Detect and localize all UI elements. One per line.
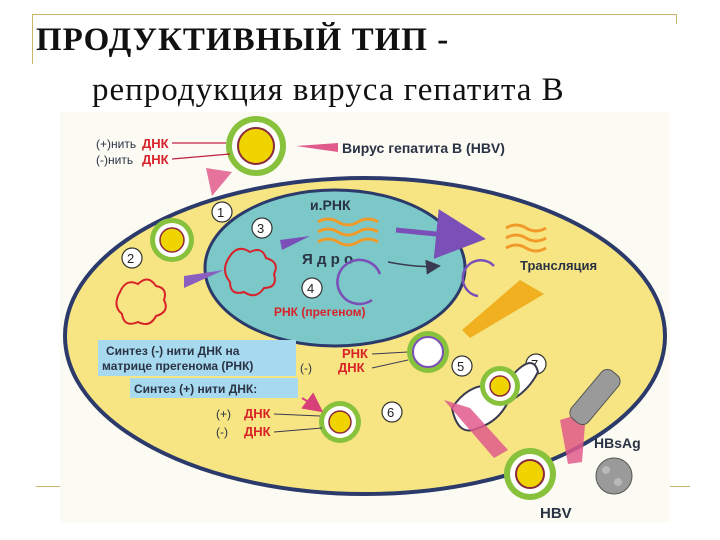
rna-pregenome-label: РНК (прегеном) <box>274 305 366 319</box>
slide-subtitle: репродукция вируса гепатита В <box>92 72 565 108</box>
cccdna-in-nucleus <box>224 247 277 297</box>
minus-strand-dna-label: ДНК <box>142 152 169 167</box>
minus-paren-label: (-) <box>300 361 312 375</box>
step-6-virus <box>319 401 361 443</box>
virus-pointer-arrow <box>296 143 338 152</box>
pregenome-loop <box>336 258 382 306</box>
frame-line-bottom-left <box>36 486 76 487</box>
rna-pointer <box>371 351 409 355</box>
frame-line-top <box>32 14 676 15</box>
hbv-label: HBV <box>540 505 572 522</box>
plus-strand-dna-label: ДНК <box>142 136 169 151</box>
minus-strand-label: (-)нить <box>96 153 133 167</box>
step-2-badge <box>121 247 143 269</box>
step-5-capsid <box>407 331 449 373</box>
cell-nucleus <box>203 188 467 348</box>
to-nucleus-arrow <box>184 270 224 288</box>
export-arrow <box>395 209 486 259</box>
incoming-virus <box>226 116 286 176</box>
plus-paren-label-6: (+) <box>216 407 231 421</box>
step-5-number: 5 <box>457 359 464 374</box>
minus-paren-label-6: (-) <box>216 425 228 439</box>
step-3-number: 3 <box>257 221 264 236</box>
entry-arrow <box>206 168 232 196</box>
synth-minus-line2: матрице прегенома (РНК) <box>102 359 253 373</box>
plus-dna-pointer-6 <box>273 413 321 417</box>
minus-dna-label: ДНК <box>338 360 365 375</box>
plus-strand-label: (+)нить <box>96 137 136 151</box>
mrna-strands-nucleus <box>317 217 379 247</box>
hbsag-exit-arrow <box>560 412 586 464</box>
minus-strand-pointer <box>171 153 231 160</box>
hbsag-particles <box>569 368 633 495</box>
transcription-arrow <box>280 236 310 250</box>
step-6-in-arrow <box>301 392 324 413</box>
synth-plus-box <box>130 378 298 398</box>
cytoplasm-pregenome-loop <box>461 259 495 298</box>
rna-strand-label: РНК <box>342 346 368 361</box>
nucleus-to-pregenome-arrow <box>387 259 441 275</box>
minus-dna-label-6: ДНК <box>244 424 271 439</box>
virus-hbv-label: Вирус гепатита В (HBV) <box>342 140 505 156</box>
step-4-badge <box>301 277 323 299</box>
step-6-number: 6 <box>387 405 394 420</box>
step-4-number: 4 <box>307 281 314 296</box>
synth-plus-label: Синтез (+) нити ДНК: <box>134 382 257 396</box>
virion-exit-arrow <box>444 400 508 458</box>
hbsag-label: HBsAg <box>594 435 641 451</box>
nucleus-label: Я д р о <box>302 251 353 268</box>
step-5-badge <box>451 355 473 377</box>
step-2-number: 2 <box>127 251 134 266</box>
plus-dna-label-6: ДНК <box>244 406 271 421</box>
step-1-virus <box>150 218 194 262</box>
mrna-label: и.РНК <box>310 197 351 213</box>
step-2-dna-circle <box>115 278 167 325</box>
step-1-number: 1 <box>217 205 224 220</box>
released-hbv-virion <box>504 448 556 500</box>
translation-label: Трансляция <box>520 258 597 273</box>
step-1-badge <box>211 201 233 223</box>
step-6-badge <box>381 401 403 423</box>
frame-line-right <box>676 14 677 24</box>
step-3-badge <box>251 217 273 239</box>
minus-dna-pointer-6 <box>273 427 323 433</box>
step-7-virus <box>480 366 520 406</box>
assembly-arrow <box>462 280 544 338</box>
slide-title: ПРОДУКТИВНЫЙ ТИП - <box>36 22 450 58</box>
dna-pointer <box>371 359 409 369</box>
frame-line-left <box>32 14 33 64</box>
synth-minus-box <box>98 340 296 376</box>
mrna-strands-cytoplasm <box>505 223 547 253</box>
synth-minus-line1: Синтез (-) нити ДНК на <box>106 344 240 358</box>
